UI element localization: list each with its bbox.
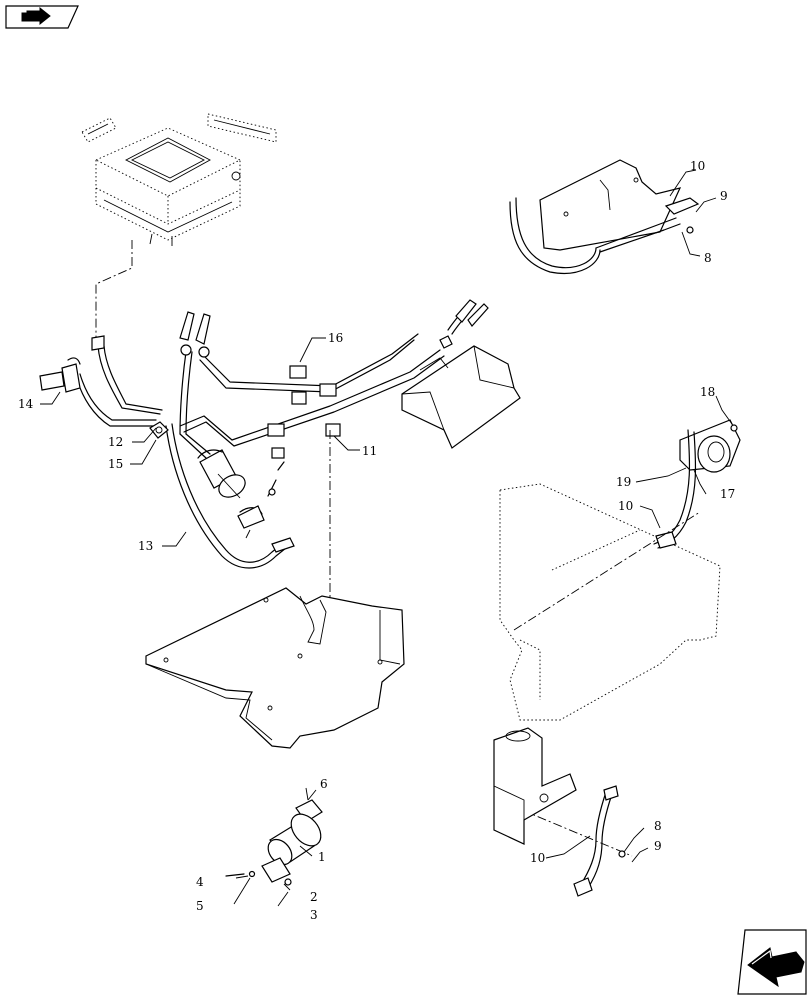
bottom-right-post [493,727,626,897]
callout-18: 18 [700,385,715,399]
mounting-bracket [401,345,521,449]
callout-17: 17 [720,487,735,501]
callout-9-top: 9 [720,189,728,203]
callout-labels: 1 2 3 4 5 6 8 8 9 9 10 10 10 11 12 13 14… [18,159,735,922]
fuel-filter-assembly [225,787,323,886]
callout-19: 19 [616,475,631,489]
centerline [513,511,701,631]
callout-4: 4 [196,875,204,889]
callout-1: 1 [318,850,326,864]
callout-13: 13 [138,539,153,553]
bottom-nav-button[interactable] [737,929,807,995]
callout-14: 14 [18,397,34,411]
callout-6: 6 [320,777,328,791]
fuel-filter-inline [197,449,285,539]
callout-11: 11 [362,444,377,458]
callout-12: 12 [108,435,123,449]
leader-lines [40,169,733,907]
centerline [95,240,133,340]
back-arrow-icon [21,6,51,26]
callout-9-bottom: 9 [654,839,662,853]
callout-8-bottom: 8 [654,819,662,833]
top-right-bracket [509,159,700,274]
callout-15: 15 [108,457,123,471]
callout-10-right: 10 [618,499,633,513]
callout-3: 3 [310,908,318,922]
hose-harness [39,299,489,569]
top-nav-button[interactable] [5,5,79,29]
callout-10-top: 10 [690,159,705,173]
centerline [521,809,633,857]
floor-plate [145,587,405,749]
callout-10-bottom: 10 [530,851,545,865]
control-box-assembly [81,113,277,246]
return-arrow-icon [747,947,805,988]
callout-8-top: 8 [704,251,712,265]
callout-16: 16 [328,331,343,345]
pump-frame-assembly [499,419,741,721]
callout-5: 5 [196,899,204,913]
harness-clamps [267,365,341,459]
callout-2: 2 [310,890,318,904]
